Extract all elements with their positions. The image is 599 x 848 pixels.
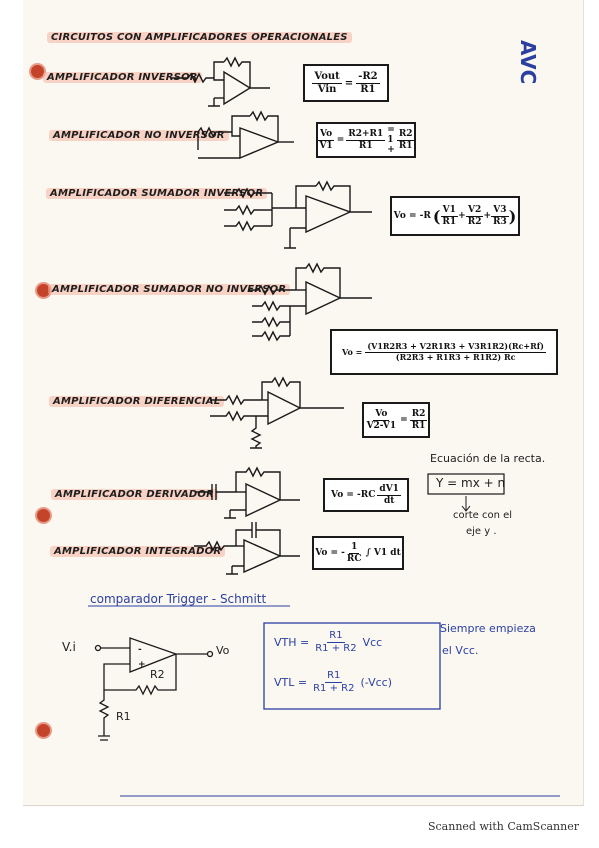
circuit-sumador-no-inversor	[248, 262, 372, 342]
svg-text:+: +	[138, 660, 146, 670]
trigger-title: comparador Trigger - Schmitt	[90, 592, 267, 606]
line-eq-note-2: eje y .	[466, 526, 497, 537]
circuit-no-inversor	[197, 110, 294, 160]
binder-hole	[37, 724, 50, 737]
circuit-trigger-schmitt	[94, 637, 214, 741]
section-title-diferencial: AMPLIFICADOR DIFERENCIAL	[49, 396, 225, 407]
section-title-integrador: AMPLIFICADOR INTEGRADOR	[50, 546, 226, 557]
binder-hole	[37, 509, 50, 522]
svg-text:-: -	[138, 645, 142, 655]
section-title-sumador-inversor: AMPLIFICADOR SUMADOR INVERSOR	[46, 188, 268, 199]
section-title-sumador-no-inversor: AMPLIFICADOR SUMADOR NO INVERSOR	[48, 284, 291, 295]
circuit-diferencial	[210, 376, 344, 449]
line-eq-note-1: corte con el	[453, 510, 513, 521]
circuit-derivador	[196, 466, 300, 519]
line-eq-box	[427, 473, 505, 495]
trigger-note-1: Siempre empieza	[440, 622, 536, 635]
trigger-label-r2: R2	[150, 668, 165, 681]
formula-sumador-no-inversor: Vo = (V1R2R3 + V2R1R3 + V3R1R2)(Rc+Rf)(R…	[330, 329, 558, 375]
circuit-sumador-inversor	[224, 180, 372, 249]
section-title-no-inversor: AMPLIFICADOR NO INVERSOR	[49, 130, 229, 141]
line-eq-title: Ecuación de la recta.	[430, 452, 546, 465]
scanner-footer: Scanned with CamScanner	[427, 820, 579, 833]
trigger-label-vi: V.i	[62, 640, 76, 654]
section-title-inversor: AMPLIFICADOR INVERSOR	[43, 72, 202, 83]
line-eq: Y = mx + n	[436, 476, 506, 490]
circuit-integrador	[194, 522, 300, 575]
binder-hole	[37, 284, 50, 297]
trigger-label-vo: Vo	[216, 644, 230, 657]
circuit-inversor	[170, 56, 270, 107]
trigger-formula-box	[263, 622, 441, 710]
trigger-label-r1: R1	[116, 710, 131, 723]
section-title-derivador: AMPLIFICADOR DERIVADOR	[51, 489, 218, 500]
page-title: CIRCUITOS CON AMPLIFICADORES OPERACIONAL…	[47, 32, 352, 43]
binder-hole	[31, 65, 44, 78]
trigger-note-2: el Vcc.	[442, 644, 479, 657]
